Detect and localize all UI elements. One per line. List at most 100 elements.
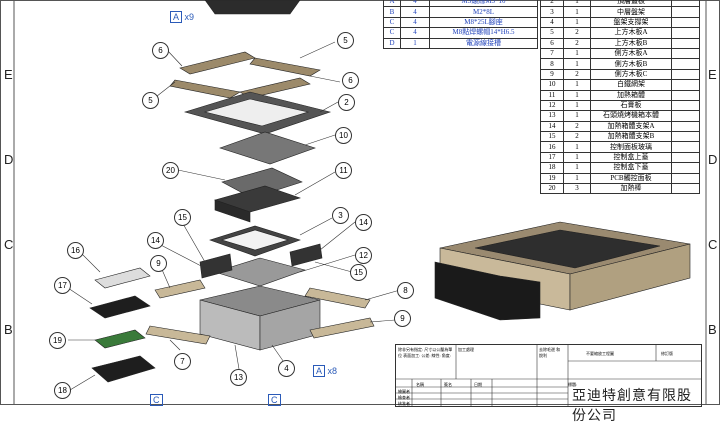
parts-qty: 1	[563, 58, 591, 70]
parts-x	[671, 27, 700, 39]
parts-x	[671, 37, 700, 49]
hardware-qty: 4	[400, 0, 430, 8]
part-top-cover	[204, 0, 301, 15]
callout-c-2: C	[268, 394, 281, 406]
hardware-id: D	[383, 37, 401, 49]
part-wire-rack	[219, 131, 316, 165]
hardware-qty: 1	[400, 37, 430, 49]
balloon-9: 9	[150, 255, 167, 272]
balloon-14: 14	[355, 214, 372, 231]
parts-x	[671, 99, 700, 112]
parts-no: 9	[540, 68, 564, 81]
balloon-10: 10	[335, 127, 352, 144]
parts-x	[671, 141, 700, 153]
tb-deburr: 去除毛邊 和銳利	[539, 347, 561, 358]
parts-name: 頂層蓋板	[590, 0, 672, 8]
parts-x	[671, 16, 700, 29]
parts-no: 13	[540, 110, 564, 122]
tb-do-not-scale: 不要縮放工程圖	[586, 351, 614, 356]
part-heating-box-side	[214, 199, 251, 223]
parts-qty: 1	[563, 162, 591, 174]
parts-x	[671, 89, 700, 101]
parts-x	[671, 162, 700, 174]
parts-x	[671, 172, 700, 185]
parts-name: 加熱箱體	[590, 89, 672, 101]
zone-label-e: E	[4, 67, 13, 82]
hardware-desc: 電源線接槽	[429, 37, 538, 49]
tb-drawn: 繪圖者	[398, 389, 410, 394]
parts-no: 12	[540, 99, 564, 112]
parts-x	[671, 183, 700, 195]
zone-label-d-right: D	[708, 152, 718, 167]
parts-name: 石頭燒烤機箱本體	[590, 110, 672, 122]
tb-date-header: 日期	[474, 382, 482, 387]
parts-name: 白鐵網架	[590, 79, 672, 91]
parts-x	[671, 58, 700, 70]
parts-qty: 1	[563, 172, 591, 185]
parts-no: 5	[540, 27, 564, 39]
parts-no: 3	[540, 6, 564, 18]
balloon-19: 19	[49, 332, 66, 349]
part-bracket-a	[199, 253, 233, 279]
title-block-grid	[396, 345, 701, 406]
zone-label-e-right: E	[708, 67, 717, 82]
balloon-14: 14	[147, 232, 164, 249]
balloon-9: 9	[394, 310, 411, 327]
hardware-desc: M8*25L腳座	[429, 16, 538, 29]
parts-no: 16	[540, 141, 564, 153]
part-glass-panel	[94, 267, 151, 289]
tb-revision: 修訂版	[661, 351, 673, 356]
parts-x	[671, 47, 700, 60]
zone-label-d: D	[4, 152, 14, 167]
callout-a-box: A	[313, 365, 326, 377]
parts-name: 控制盒下蓋	[590, 162, 672, 174]
balloon-13: 13	[230, 369, 247, 386]
part-wood-6b	[169, 79, 241, 99]
parts-qty: 1	[563, 0, 591, 8]
hardware-qty: 4	[400, 16, 430, 29]
parts-x	[671, 120, 700, 133]
assembled-control-box	[434, 261, 541, 321]
balloon-5: 5	[337, 32, 354, 49]
tb-sign-header: 簽名	[444, 382, 452, 387]
parts-qty: 1	[563, 6, 591, 18]
parts-qty: 1	[563, 79, 591, 91]
balloon-20: 20	[162, 162, 179, 179]
parts-qty: 1	[563, 151, 591, 164]
parts-name: 石膏板	[590, 99, 672, 112]
exploded-assembly-view	[0, 0, 720, 405]
balloon-17: 17	[54, 277, 71, 294]
balloon-3: 3	[332, 207, 349, 224]
parts-qty: 2	[563, 27, 591, 39]
callout-a-qty: x9	[184, 12, 195, 22]
part-control-top	[89, 295, 151, 319]
tb-checked: 檢查者	[398, 395, 410, 400]
part-top-plate-opening	[203, 98, 310, 127]
parts-name: 側方木板C	[590, 68, 672, 81]
parts-no: 11	[540, 89, 564, 101]
part-wood-6a	[249, 57, 321, 77]
title-block: 除非另有指定: 尺寸以公釐為單位 表面加工: 公差: 線性: 角度: 加工處理 …	[395, 344, 702, 423]
parts-name: 加熱棒	[590, 183, 672, 195]
parts-x	[671, 68, 700, 81]
parts-name: PCB觸控面板	[590, 172, 672, 185]
parts-name: 中層盤架	[590, 6, 672, 18]
parts-qty: 2	[563, 37, 591, 49]
assembled-top-pan	[474, 229, 661, 269]
part-gypsum-board	[213, 257, 307, 287]
